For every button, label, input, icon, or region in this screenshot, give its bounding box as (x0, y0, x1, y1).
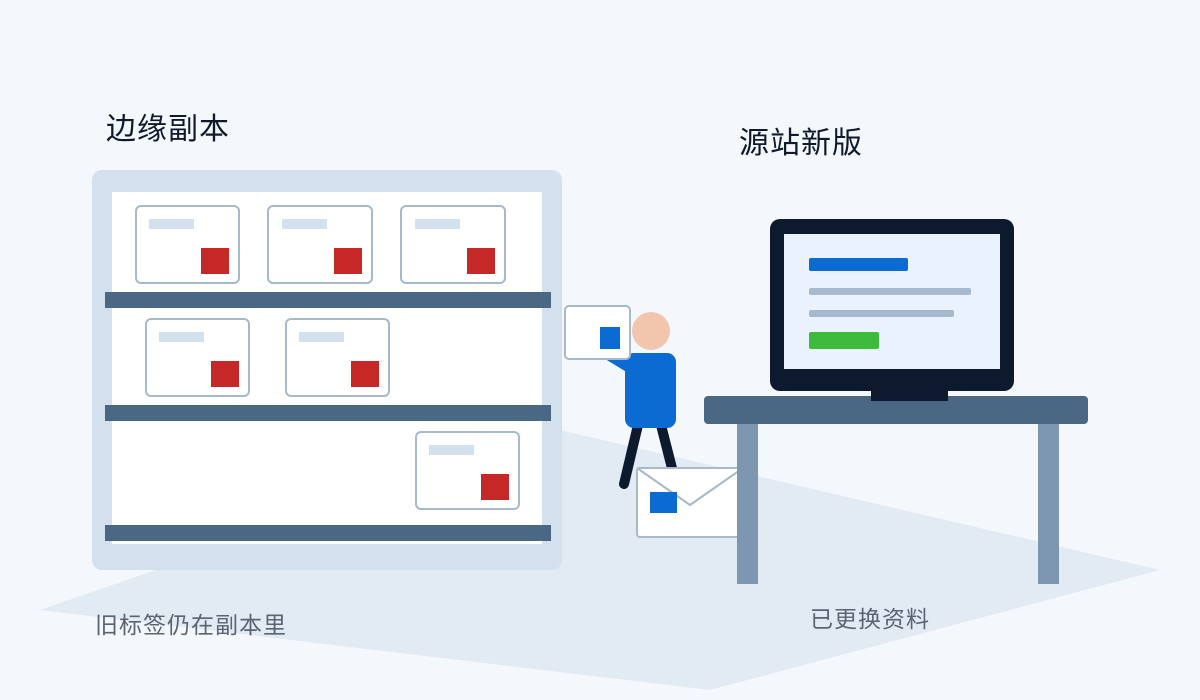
edge-replica-heading: 边缘副本 (106, 112, 230, 147)
screen-title-bar (809, 258, 908, 271)
desk-icon (704, 396, 1088, 584)
old-tag (351, 361, 379, 387)
worker-leg-left (619, 420, 643, 489)
desk-top (704, 396, 1088, 424)
package-icon (400, 205, 506, 284)
desk-leg-left (737, 424, 758, 584)
content-replaced-caption: 已更换资料 (810, 607, 930, 633)
old-tag (201, 248, 229, 274)
worker-body (625, 353, 676, 428)
worker-head (632, 312, 670, 350)
envelope-icon (636, 467, 744, 538)
origin-new-version-heading: 源站新版 (739, 126, 863, 161)
screen-text-line (809, 288, 971, 295)
package-icon (145, 318, 250, 397)
new-tag (650, 492, 677, 513)
shelf-board-middle (105, 405, 551, 421)
old-tag (481, 474, 509, 500)
floor-shadow (40, 430, 1160, 690)
shelf-board-bottom (105, 525, 551, 541)
screen-ok-bar (809, 332, 879, 349)
package-icon (285, 318, 390, 397)
package-icon (267, 205, 373, 284)
screen-text-line (809, 310, 954, 317)
old-labels-caption: 旧标签仍在副本里 (95, 613, 287, 639)
shelf-board-top (105, 292, 551, 308)
package-icon (564, 305, 631, 360)
package-icon (135, 205, 240, 284)
monitor-stand (871, 389, 948, 401)
old-tag (211, 361, 239, 387)
monitor-icon (770, 219, 1014, 401)
new-tag (600, 327, 620, 349)
old-tag (334, 248, 362, 274)
package-icon (415, 431, 520, 510)
old-tag (467, 248, 495, 274)
desk-leg-right (1038, 424, 1059, 584)
